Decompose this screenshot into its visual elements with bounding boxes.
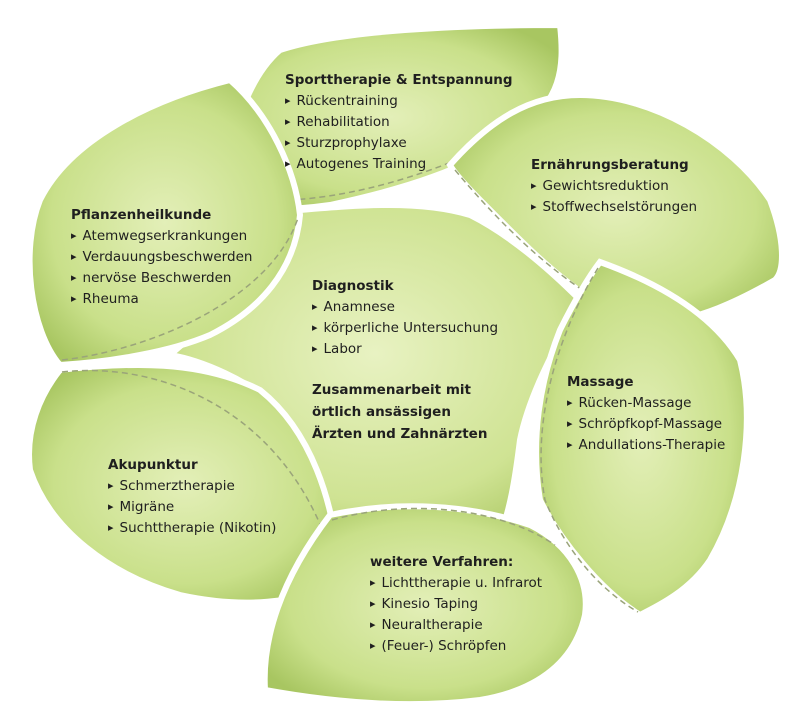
akupunktur-item: Suchttherapie (Nikotin) xyxy=(108,518,277,539)
center-note: Zusammenarbeit mit xyxy=(312,382,471,398)
weitere-item: Lichttherapie u. Infrarot xyxy=(370,573,543,594)
akupunktur-item: Migräne xyxy=(108,497,276,518)
sport-item: Rückentraining xyxy=(285,91,513,112)
pflanzen-item: Rheuma xyxy=(71,289,252,310)
pflanzen-group: Pflanzenheilkunde Atemwegserkrankungen V… xyxy=(71,205,252,310)
center-note: Ärzten und Zahnärzten xyxy=(312,426,488,442)
weitere-title: weitere Verfahren: xyxy=(370,554,514,570)
center-group: Diagnostik Anamnese körperliche Untersuc… xyxy=(312,276,498,445)
weitere-group: weitere Verfahren: Lichttherapie u. Infr… xyxy=(370,552,542,657)
pflanzen-item: Verdauungsbeschwerden xyxy=(71,247,253,268)
ernaehrung-item: Stoffwechselstörungen xyxy=(531,197,698,218)
massage-item: Rücken-Massage xyxy=(567,393,725,414)
massage-item: Andullations-Therapie xyxy=(567,435,726,456)
sport-item: Autogenes Training xyxy=(285,154,513,175)
ernaehrung-item: Gewichtsreduktion xyxy=(531,176,697,197)
center-note: örtlich ansässigen xyxy=(312,404,451,420)
massage-item: Schröpfkopf-Massage xyxy=(567,414,725,435)
center-title: Diagnostik xyxy=(312,278,394,294)
ernaehrung-group: Ernährungsberatung Gewichtsreduktion Sto… xyxy=(531,155,697,218)
akupunktur-item: Schmerztherapie xyxy=(108,476,276,497)
sport-item: Rehabilitation xyxy=(285,112,513,133)
weitere-item: Neuraltherapie xyxy=(370,615,542,636)
center-item: Anamnese xyxy=(312,297,498,318)
pflanzen-item: Atemwegserkrankungen xyxy=(71,226,252,247)
sport-title: Sporttherapie & Entspannung xyxy=(285,72,513,88)
pflanzen-title: Pflanzenheilkunde xyxy=(71,207,212,223)
massage-group: Massage Rücken-Massage Schröpfkopf-Massa… xyxy=(567,372,725,456)
weitere-item: (Feuer-) Schröpfen xyxy=(370,636,542,657)
sport-group: Sporttherapie & Entspannung Rückentraini… xyxy=(285,70,513,175)
center-item: Labor xyxy=(312,339,498,360)
akupunktur-group: Akupunktur Schmerztherapie Migräne Sucht… xyxy=(108,455,276,539)
pflanzen-item: nervöse Beschwerden xyxy=(71,268,252,289)
center-item: körperliche Untersuchung xyxy=(312,318,499,339)
sport-item: Sturzprophylaxe xyxy=(285,133,513,154)
ernaehrung-title: Ernährungsberatung xyxy=(531,157,689,173)
weitere-item: Kinesio Taping xyxy=(370,594,542,615)
massage-title: Massage xyxy=(567,374,634,390)
akupunktur-title: Akupunktur xyxy=(108,457,198,473)
